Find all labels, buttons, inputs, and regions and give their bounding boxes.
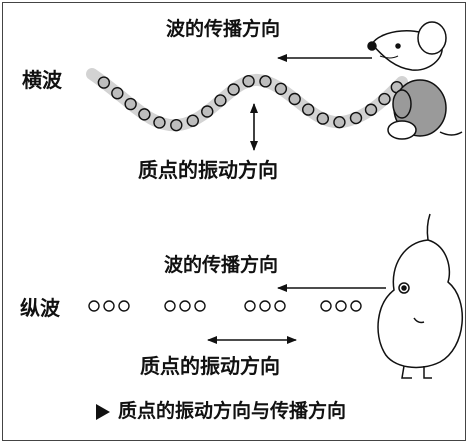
transverse-particle: [153, 116, 166, 129]
mouse-arm: [392, 89, 412, 119]
longitudinal-particle: [244, 300, 256, 312]
transverse-particle: [349, 111, 363, 125]
longitudinal-particle: [179, 300, 191, 312]
longitudinal-particle: [335, 300, 347, 312]
mouse-tail: [439, 131, 463, 136]
transverse-particle: [214, 94, 227, 107]
longitudinal-particle: [320, 300, 332, 312]
mouse-nose: [367, 41, 377, 51]
pear-mouth: [413, 317, 425, 324]
longitudinal-wave-label: 纵波: [20, 296, 60, 320]
longitudinal-particle: [259, 300, 271, 312]
pear-body: [377, 239, 464, 369]
transverse-particle: [364, 103, 378, 116]
transverse-particle: [259, 75, 272, 88]
mouse-mouth: [379, 55, 399, 59]
mouse-figure: [367, 21, 463, 140]
transverse-particle: [97, 76, 111, 89]
longitudinal-particle: [88, 300, 100, 312]
transverse-particle: [378, 92, 391, 106]
transverse-particle: [302, 103, 315, 116]
transverse-particle: [333, 116, 346, 129]
mouse-ear: [417, 21, 447, 55]
transverse-particle: [242, 74, 255, 88]
longitudinal-particle: [103, 300, 115, 312]
mouse-foot: [387, 120, 417, 140]
longitudinal-particle: [194, 300, 206, 312]
pear-stem: [426, 213, 431, 241]
longitudinal-particle: [164, 300, 176, 312]
caption-marker-icon: [96, 404, 110, 420]
longitudinal-particles: [88, 300, 362, 312]
pear-figure: [377, 213, 464, 379]
longitudinal-particle: [350, 300, 362, 312]
transverse-particle: [170, 118, 183, 132]
pear-feet: [401, 365, 432, 379]
caption-text: 质点的振动方向与传播方向: [118, 400, 347, 422]
transverse-particle: [186, 114, 199, 127]
longitudinal-particle: [274, 300, 286, 312]
transverse-particle: [138, 108, 151, 121]
transverse-particle: [227, 83, 240, 96]
transverse-propagation-label: 波的传播方向: [166, 18, 281, 40]
transverse-particle: [274, 82, 288, 96]
transverse-particle: [316, 112, 330, 125]
transverse-particle: [111, 86, 124, 100]
pear-pupil: [401, 285, 407, 291]
transverse-wave-label: 横波: [22, 68, 62, 92]
transverse-particle: [201, 105, 214, 118]
transverse-particles: [97, 74, 404, 132]
longitudinal-particle: [118, 300, 130, 312]
transverse-particle: [124, 97, 137, 111]
transverse-particle: [288, 92, 301, 106]
mouse-eye: [395, 43, 401, 49]
transverse-vibration-label: 质点的振动方向: [138, 158, 278, 182]
longitudinal-propagation-label: 波的传播方向: [164, 254, 279, 276]
longitudinal-vibration-label: 质点的振动方向: [140, 354, 280, 378]
